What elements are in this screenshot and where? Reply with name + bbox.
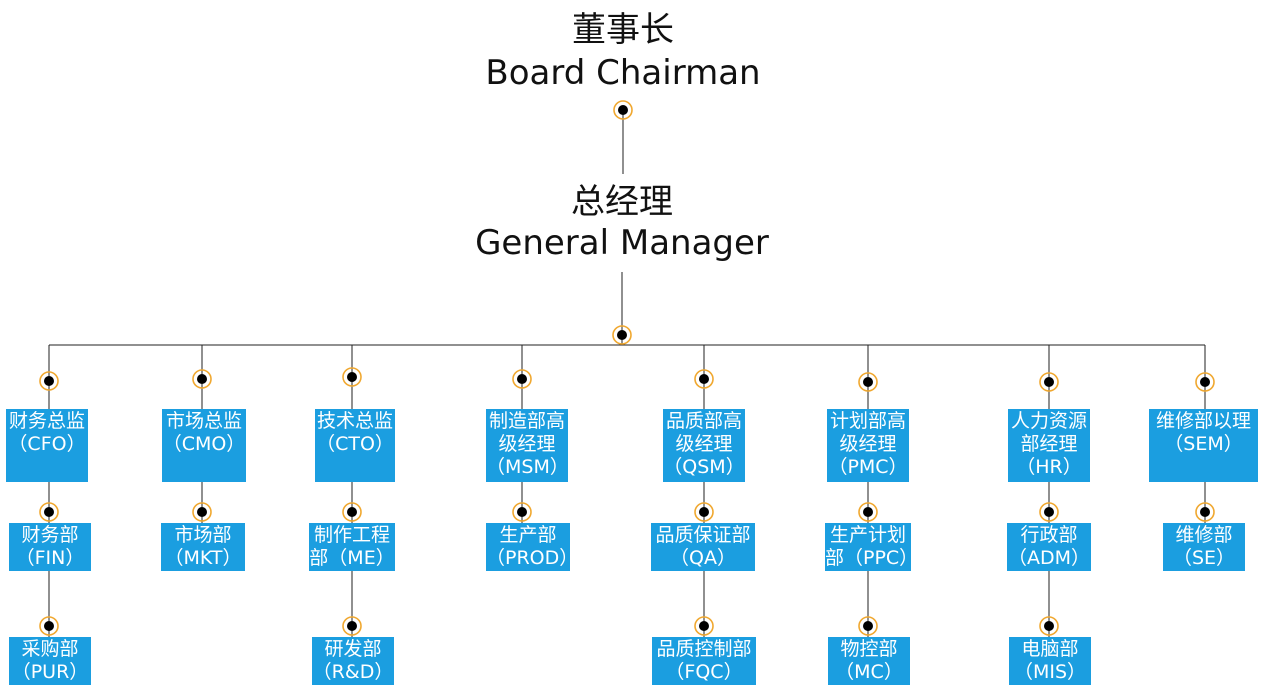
dept-4-sub-0-connector-dot xyxy=(694,502,714,522)
dept-5-sub-1-box-line: 物控部 xyxy=(840,638,898,660)
dept-3-head-box-line: 级经理 xyxy=(498,433,556,455)
dept-3-sub-0-box-line: （PROD） xyxy=(486,547,570,569)
dept-2-head-box: 技术总监（CTO） xyxy=(315,409,395,482)
dept-7-head-box-line: 维修部以理 xyxy=(1155,410,1251,432)
dept-4-sub-0-box-line: （QA） xyxy=(670,547,736,569)
gm-connector-dot xyxy=(612,325,632,345)
dept-6-head-box-line: 部经理 xyxy=(1020,433,1078,455)
dept-5-sub-0-box-line: 生产计划 xyxy=(829,524,906,546)
dept-0-sub-0-connector-dot xyxy=(39,502,59,522)
dept-1-head-box: 市场总监（CMO） xyxy=(162,409,246,482)
dept-3-head-box-line: （MSM） xyxy=(486,456,568,478)
dept-5-head-box-line: 计划部高 xyxy=(829,410,906,432)
dept-0-sub-0-box-line: 财务部 xyxy=(21,524,79,546)
gm-title-cn: 总经理 xyxy=(571,182,673,222)
dept-2-sub-0-connector-dot xyxy=(342,502,362,522)
gm-title-en: General Manager xyxy=(475,223,769,263)
dept-0-sub-1-connector-dot xyxy=(39,616,59,636)
dept-4-sub-1-box-line: 品质控制部 xyxy=(656,638,752,660)
dept-1-head-box-line: 市场总监 xyxy=(165,410,242,432)
dept-5-sub-1-box-line: （MC） xyxy=(835,661,903,683)
dept-5-head-box-line: 级经理 xyxy=(839,433,897,455)
dept-6-sub-0-box-line: （ADM） xyxy=(1007,547,1091,569)
dept-7-sub-0-box: 维修部（SE） xyxy=(1163,523,1245,571)
dept-2-sub-1-box-line: 研发部 xyxy=(324,638,382,660)
dept-0-head-box-line: （CFO） xyxy=(8,433,86,455)
dept-6-sub-1-box: 电脑部（MIS） xyxy=(1009,637,1091,685)
dept-7-head-box-line: （SEM） xyxy=(1164,433,1243,455)
dept-4-head-box-line: 级经理 xyxy=(675,433,733,455)
dept-1-head-box-line: （CMO） xyxy=(162,433,246,455)
dept-3-sub-0-connector-dot xyxy=(512,502,532,522)
dept-1-sub-0-box-line: （MKT） xyxy=(164,547,242,569)
dept-0-sub-1-box: 采购部（PUR） xyxy=(9,637,91,685)
dept-2-head-box-line: （CTO） xyxy=(316,433,394,455)
dept-6-head-box-line: （HR） xyxy=(1016,456,1082,478)
dept-5-sub-0-connector-dot xyxy=(858,502,878,522)
dept-1-sub-0-connector-dot xyxy=(192,502,212,522)
dept-5-sub-1-connector-dot xyxy=(858,616,878,636)
dept-0-sub-0-box-line: （FIN） xyxy=(15,547,85,569)
dept-3-head-box-line: 制造部高 xyxy=(488,410,565,432)
dept-3-sub-0-box: 生产部（PROD） xyxy=(486,523,570,571)
dept-3-connector-dot xyxy=(512,369,532,389)
dept-2-sub-1-connector-dot xyxy=(342,616,362,636)
dept-4-head-box-line: （QSM） xyxy=(663,456,745,478)
dept-5-head-box: 计划部高级经理（PMC） xyxy=(827,409,909,482)
dept-0-connector-dot xyxy=(39,371,59,391)
dept-3-head-box: 制造部高级经理（MSM） xyxy=(486,409,568,482)
dept-1-connector-dot xyxy=(192,369,212,389)
dept-0-sub-1-box-line: （PUR） xyxy=(11,661,89,683)
dept-5-connector-dot xyxy=(858,372,878,392)
dept-6-head-box-line: 人力资源 xyxy=(1010,410,1087,432)
dept-4-sub-1-box: 品质控制部（FQC） xyxy=(652,637,756,685)
dept-6-sub-0-box-line: 行政部 xyxy=(1020,524,1078,546)
dept-2-sub-0-box-line: 部（ME） xyxy=(309,547,395,569)
chairman-title-en: Board Chairman xyxy=(485,53,761,93)
dept-2-connector-dot xyxy=(342,367,362,387)
dept-6-sub-0-box: 行政部（ADM） xyxy=(1007,523,1091,571)
dept-7-sub-0-box-line: 维修部 xyxy=(1175,524,1233,546)
dept-0-head-box: 财务总监（CFO） xyxy=(6,409,88,482)
dept-4-connector-dot xyxy=(694,369,714,389)
dept-6-head-box: 人力资源部经理（HR） xyxy=(1008,409,1090,482)
chairman-connector-dot xyxy=(613,100,633,120)
dept-6-sub-0-connector-dot xyxy=(1039,502,1059,522)
dept-4-sub-1-connector-dot xyxy=(694,616,714,636)
dept-0-sub-1-box-line: 采购部 xyxy=(21,638,79,660)
dept-2-head-box-line: 技术总监 xyxy=(316,410,393,432)
dept-6-connector-dot xyxy=(1039,372,1059,392)
dept-7-connector-dot xyxy=(1195,372,1215,392)
dept-4-head-box-line: 品质部高 xyxy=(665,410,742,432)
dept-6-sub-1-connector-dot xyxy=(1039,616,1059,636)
dept-2-sub-0-box-line: 制作工程 xyxy=(313,524,390,546)
dept-6-sub-1-box-line: （MIS） xyxy=(1013,661,1087,683)
dept-2-sub-1-box-line: （R&D） xyxy=(312,661,394,683)
dept-4-head-box: 品质部高级经理（QSM） xyxy=(663,409,745,482)
dept-1-sub-0-box-line: 市场部 xyxy=(174,524,232,546)
dept-2-sub-1-box: 研发部（R&D） xyxy=(312,637,394,685)
dept-4-sub-0-box: 品质保证部（QA） xyxy=(651,523,755,571)
dept-5-sub-1-box: 物控部（MC） xyxy=(828,637,910,685)
dept-0-sub-0-box: 财务部（FIN） xyxy=(9,523,91,571)
dept-4-sub-0-box-line: 品质保证部 xyxy=(655,524,751,546)
dept-7-sub-0-connector-dot xyxy=(1195,502,1215,522)
dept-5-sub-0-box: 生产计划部（PPC） xyxy=(825,523,911,571)
chairman-title-cn: 董事长 xyxy=(572,10,674,50)
dept-1-sub-0-box: 市场部（MKT） xyxy=(161,523,245,571)
dept-3-sub-0-box-line: 生产部 xyxy=(499,524,557,546)
dept-5-head-box-line: （PMC） xyxy=(828,456,908,478)
dept-6-sub-1-box-line: 电脑部 xyxy=(1021,638,1079,660)
dept-0-head-box-line: 财务总监 xyxy=(8,410,85,432)
dept-7-head-box: 维修部以理（SEM） xyxy=(1149,409,1258,482)
dept-2-sub-0-box: 制作工程部（ME） xyxy=(309,523,395,571)
dept-4-sub-1-box-line: （FQC） xyxy=(665,661,743,683)
dept-7-sub-0-box-line: （SE） xyxy=(1172,547,1236,569)
dept-5-sub-0-box-line: 部（PPC） xyxy=(825,547,911,569)
